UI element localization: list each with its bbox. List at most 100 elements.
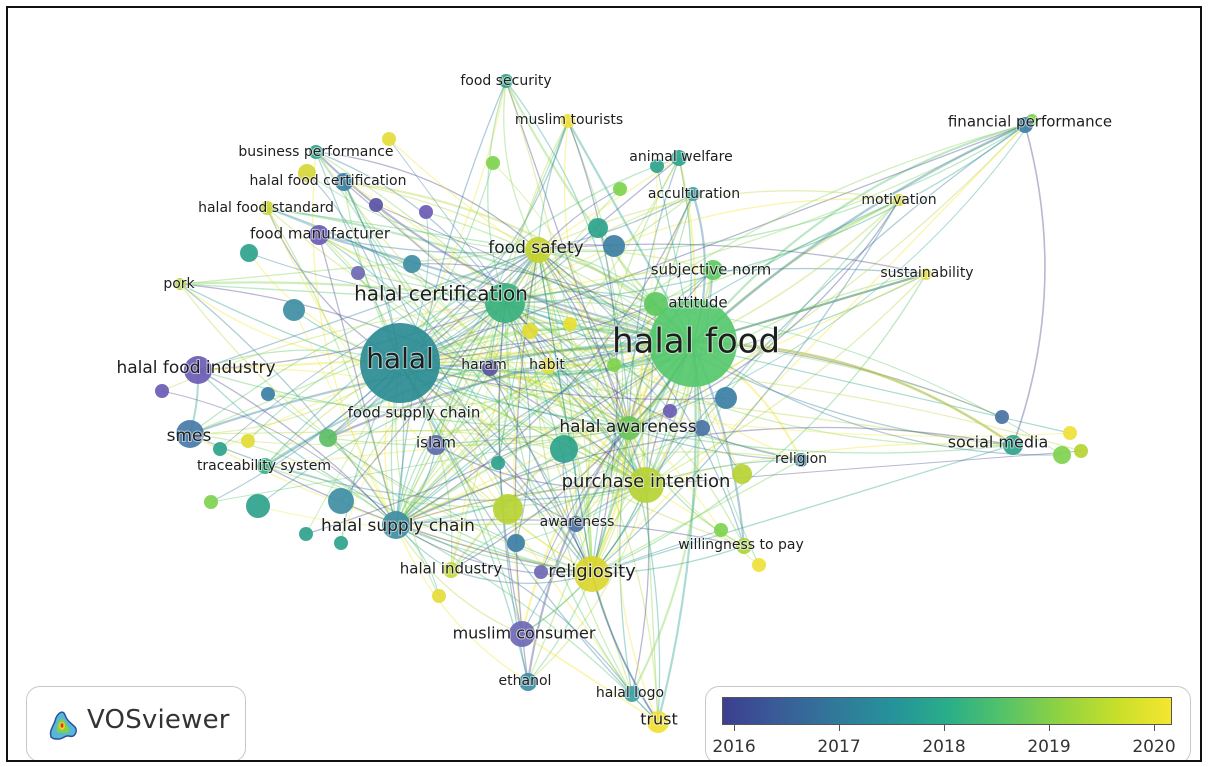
network-link (504, 302, 659, 723)
node-halal[interactable] (360, 323, 440, 403)
network-node[interactable] (241, 434, 255, 448)
network-node[interactable] (486, 156, 500, 170)
network-link (306, 172, 539, 251)
network-node[interactable] (155, 384, 169, 398)
network-node[interactable] (607, 358, 621, 372)
node-halal-industry[interactable] (443, 562, 459, 578)
node-smes[interactable] (176, 420, 204, 448)
node-social-media[interactable] (1003, 435, 1023, 455)
node-halal-awareness[interactable] (617, 416, 641, 440)
network-node[interactable] (491, 456, 505, 470)
network-node[interactable] (522, 323, 538, 339)
node-muslim-tourists[interactable] (561, 114, 575, 128)
network-link (375, 204, 694, 344)
network-link (189, 433, 647, 502)
node-halal-food[interactable] (649, 299, 737, 387)
network-node[interactable] (351, 266, 365, 280)
node-awareness[interactable] (568, 516, 584, 532)
network-link (264, 465, 647, 508)
network-node[interactable] (663, 404, 677, 418)
node-traceability-system[interactable] (257, 458, 273, 474)
node-halal-logo[interactable] (624, 686, 640, 702)
network-node[interactable] (534, 565, 548, 579)
network-node[interactable] (328, 488, 354, 514)
node-purchase-intention[interactable] (628, 467, 664, 503)
network-node[interactable] (403, 255, 421, 273)
node-financial-performance[interactable] (1017, 117, 1033, 133)
network-node[interactable] (298, 164, 316, 182)
node-sustainability[interactable] (920, 268, 932, 280)
node-trust[interactable] (647, 711, 669, 733)
network-node[interactable] (650, 159, 664, 173)
network-link (591, 427, 631, 575)
network-node[interactable] (714, 523, 728, 537)
node-label-financial-performance: financial performance (948, 113, 1112, 131)
network-link (266, 207, 630, 429)
network-link (267, 342, 694, 408)
node-attitude[interactable] (644, 292, 668, 316)
network-node[interactable] (261, 387, 275, 401)
node-subjective-norm[interactable] (703, 260, 723, 280)
network-node[interactable] (334, 536, 348, 550)
node-animal-welfare[interactable] (671, 150, 687, 166)
network-node[interactable] (382, 132, 396, 146)
node-muslim-consumer[interactable] (509, 621, 535, 647)
network-node[interactable] (1053, 446, 1071, 464)
network-link (315, 151, 694, 345)
network-node[interactable] (694, 420, 710, 436)
node-religiosity[interactable] (574, 556, 610, 592)
network-node[interactable] (432, 589, 446, 603)
node-motivation[interactable] (893, 194, 905, 206)
node-label-muslim-consumer: muslim consumer (453, 624, 596, 643)
network-node[interactable] (213, 442, 227, 456)
network-link (503, 80, 539, 251)
network-link (591, 545, 745, 575)
network-node[interactable] (419, 205, 433, 219)
network-node[interactable] (507, 534, 525, 552)
network-node[interactable] (204, 495, 218, 509)
node-business-performance[interactable] (309, 145, 323, 159)
node-halal-food-industry[interactable] (184, 356, 212, 384)
node-islam[interactable] (426, 435, 446, 455)
network-node[interactable] (283, 299, 305, 321)
network-node[interactable] (995, 410, 1009, 424)
network-node[interactable] (246, 494, 270, 518)
network-node[interactable] (550, 435, 578, 463)
network-node[interactable] (715, 387, 737, 409)
network-link (327, 341, 694, 440)
network-node[interactable] (752, 558, 766, 572)
network-node[interactable] (299, 527, 313, 541)
node-halal-food-standard[interactable] (260, 201, 274, 215)
network-link (656, 342, 697, 723)
node-religion[interactable] (794, 453, 808, 467)
node-ethanol[interactable] (519, 673, 537, 691)
network-node[interactable] (1063, 426, 1077, 440)
network-node[interactable] (732, 464, 752, 484)
legend-year-label: 2018 (922, 737, 966, 757)
network-link (587, 157, 680, 575)
node-pork[interactable] (174, 278, 186, 290)
network-link (312, 151, 397, 526)
node-halal-supply-chain[interactable] (382, 511, 410, 539)
node-food-supply-chain[interactable] (319, 429, 337, 447)
network-link (521, 633, 659, 723)
network-node[interactable] (493, 494, 523, 524)
network-node[interactable] (240, 244, 258, 262)
network-node[interactable] (563, 317, 577, 331)
node-food-manufacturer[interactable] (309, 225, 329, 245)
node-halal-food-certification[interactable] (335, 173, 353, 191)
node-food-safety[interactable] (525, 237, 551, 263)
node-haram[interactable] (482, 360, 498, 376)
network-node[interactable] (369, 198, 383, 212)
node-habit[interactable] (540, 358, 556, 374)
network-node[interactable] (588, 218, 608, 238)
node-food-security[interactable] (499, 74, 513, 88)
legend-tick (839, 725, 840, 731)
network-link (395, 302, 506, 526)
network-node[interactable] (1074, 444, 1088, 458)
network-node[interactable] (603, 235, 625, 257)
node-halal-certification[interactable] (485, 283, 525, 323)
node-willingness-to-pay[interactable] (736, 538, 752, 554)
network-node[interactable] (613, 182, 627, 196)
node-acculturation[interactable] (686, 187, 700, 201)
